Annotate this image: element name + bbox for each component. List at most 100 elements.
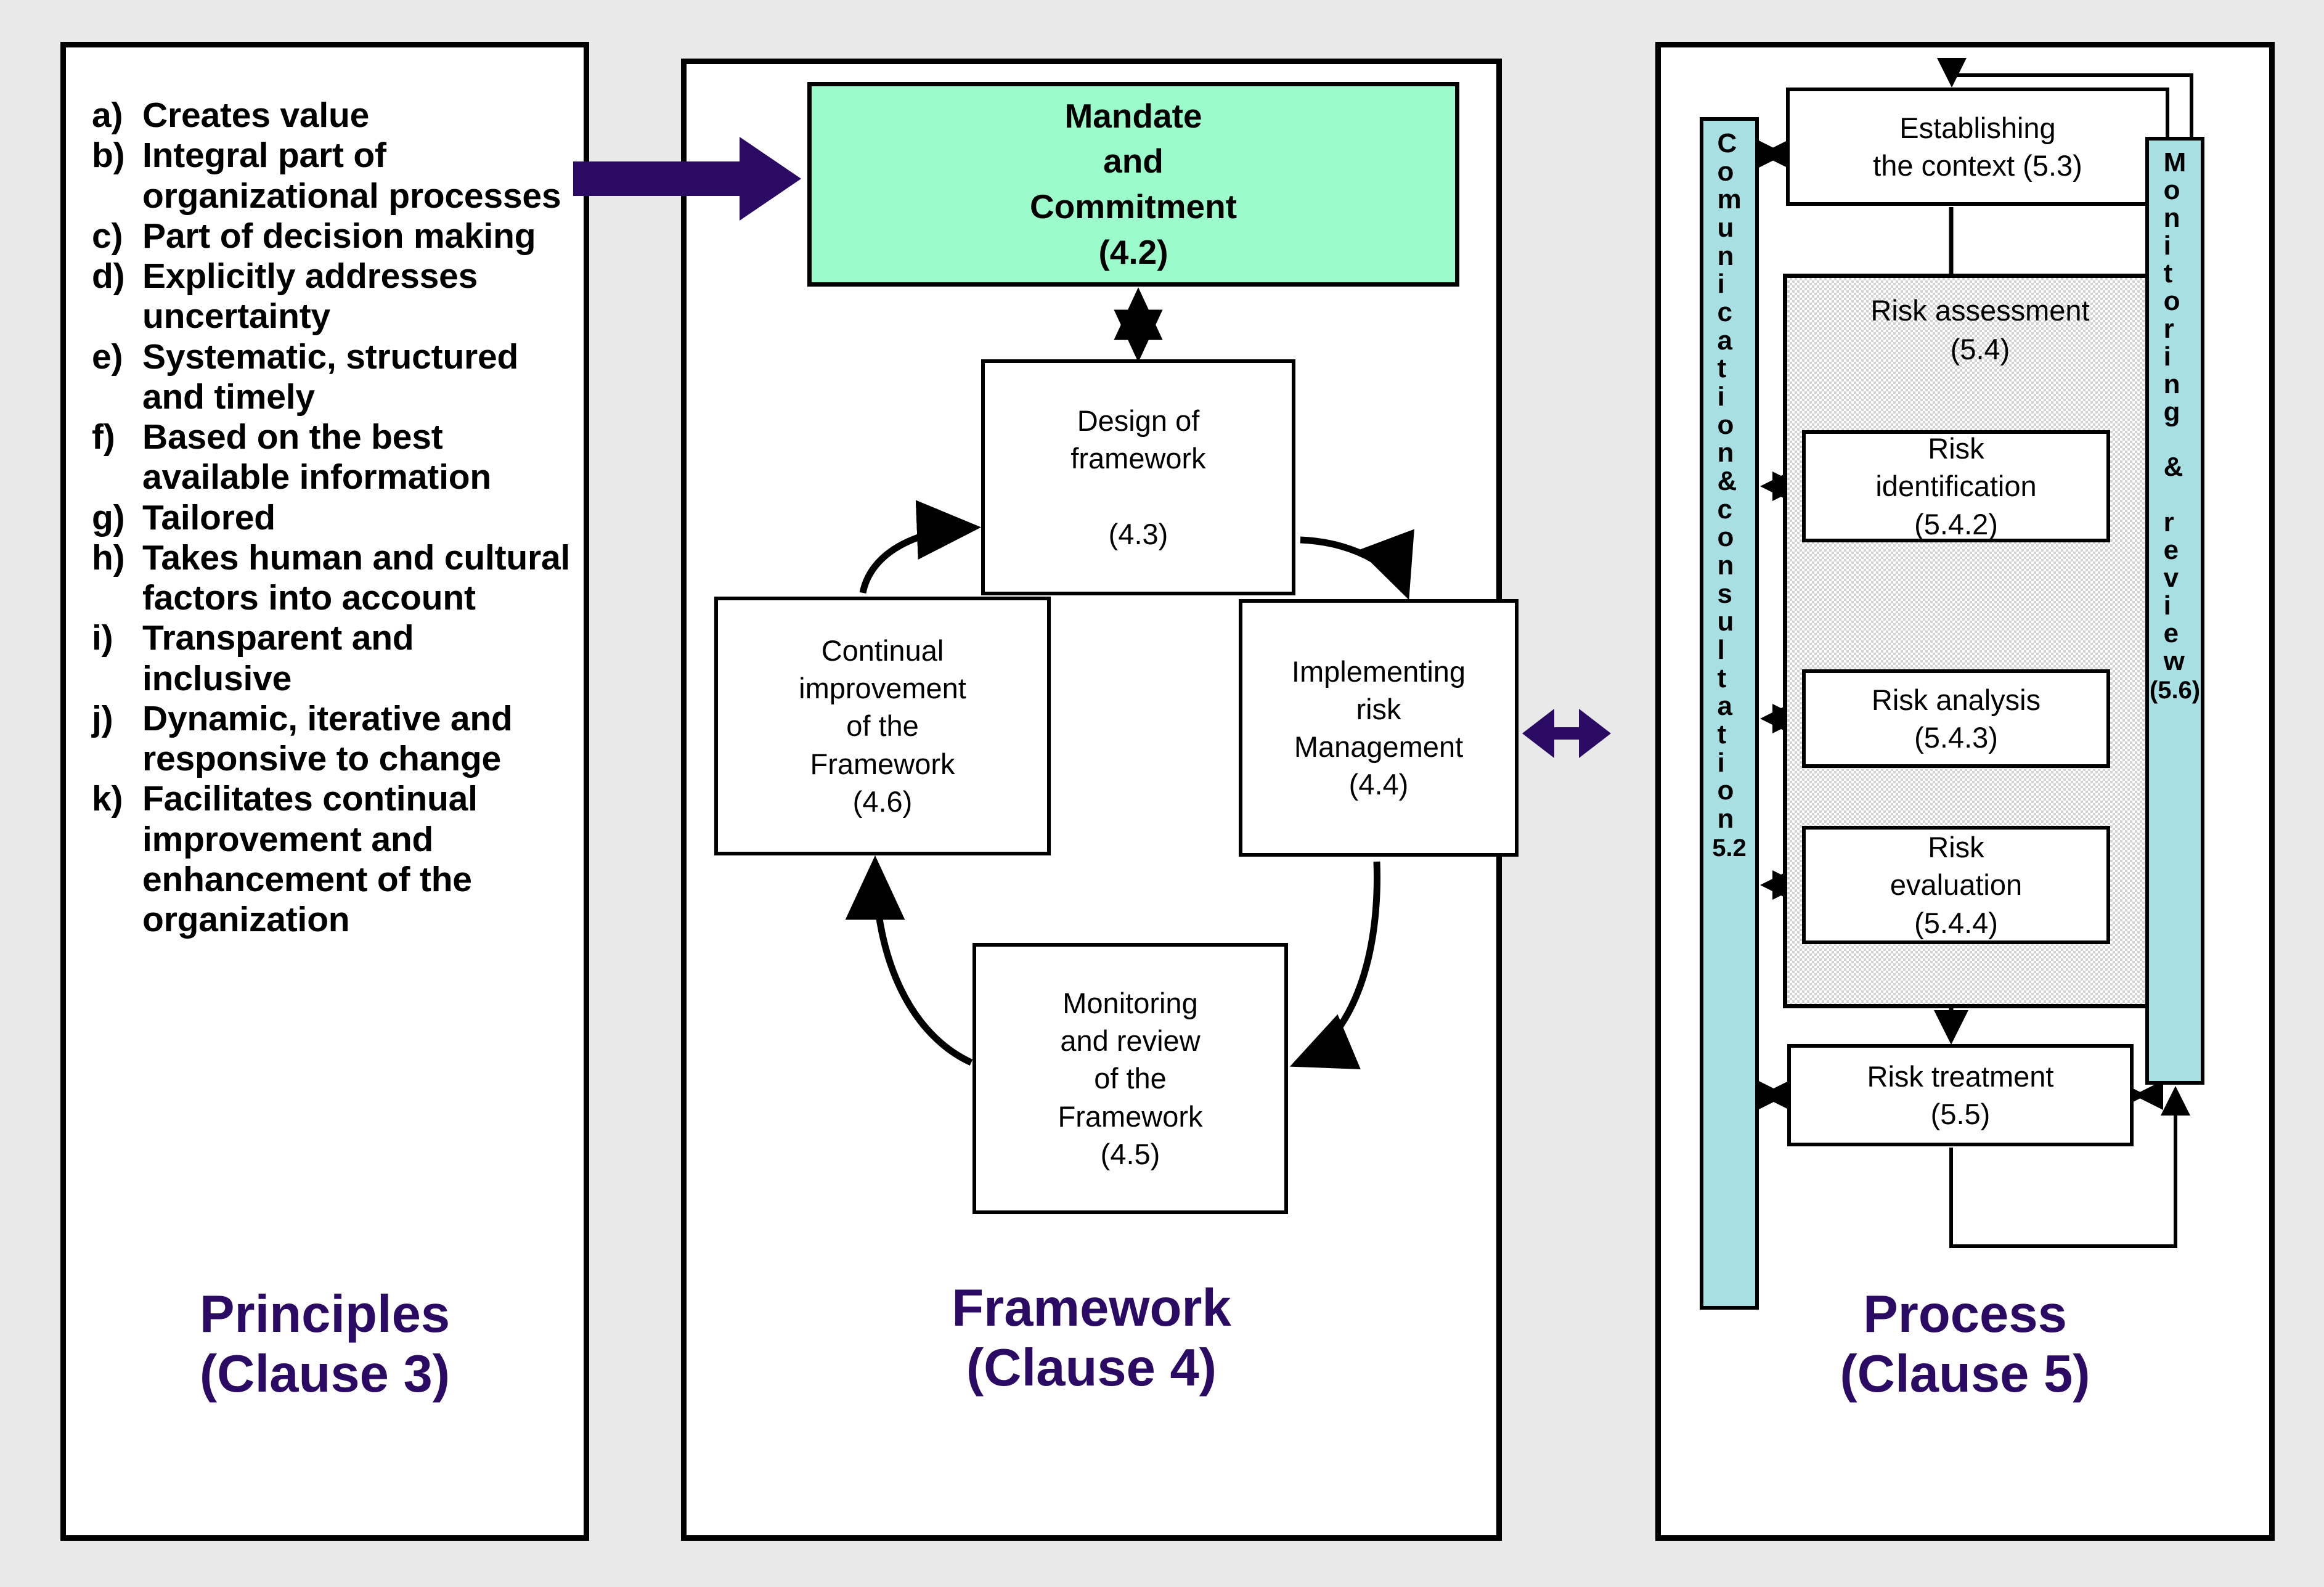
sidebar-letter: t	[1717, 353, 1727, 384]
sidebar-letter: o	[1717, 522, 1734, 553]
process-heading: Process (Clause 5)	[1655, 1285, 2275, 1405]
sidebar-letter: o	[1717, 156, 1734, 187]
sidebar-monitoring-clause: (5.6)	[2149, 677, 2201, 704]
framework-heading-line1: Framework	[952, 1279, 1231, 1337]
principle-item: i) Transparent and inclusive	[92, 618, 573, 699]
sidebar-letter: u	[1717, 213, 1734, 243]
sidebar-letter: c	[1717, 297, 1732, 328]
sidebar-letter: n	[1717, 240, 1734, 271]
sidebar-letter: s	[1717, 578, 1732, 609]
box-risk-treatment: Risk treatment(5.5)	[1787, 1044, 2134, 1146]
sidebar-letter: i	[1717, 269, 1725, 300]
sidebar-letter: t	[2163, 258, 2173, 288]
principle-marker: f)	[92, 417, 115, 457]
sidebar-letter: o	[1717, 775, 1734, 806]
sidebar-letter: w	[2163, 646, 2185, 677]
principle-item: f) Based on the best available informatio…	[92, 417, 573, 498]
sidebar-letter: i	[2163, 341, 2171, 372]
sidebar-letter: n	[1717, 804, 1734, 834]
principle-item: c)Part of decision making	[92, 216, 573, 256]
sidebar-letter: M	[2163, 147, 2187, 177]
sidebar-letter: i	[1717, 381, 1725, 412]
principle-text: Facilitates continual improvement and en…	[142, 779, 478, 939]
sidebar-letter: n	[2163, 369, 2180, 399]
framework-heading: Framework (Clause 4)	[681, 1279, 1502, 1398]
sidebar-letter: e	[2163, 618, 2179, 649]
principle-marker: h)	[92, 537, 125, 577]
framework-heading-line2: (Clause 4)	[966, 1338, 1217, 1397]
principle-marker: d)	[92, 256, 125, 296]
principle-text: Dynamic, iterative and responsive to cha…	[142, 698, 513, 778]
sidebar-letter: u	[1717, 606, 1734, 637]
principle-item: h) Takes human and cultural factors into …	[92, 538, 573, 619]
box-riskan-label: Risk analysis(5.4.3)	[1871, 683, 2041, 754]
principle-item: j) Dynamic, iterative and responsive to c…	[92, 699, 573, 780]
sidebar-letter: C	[1717, 128, 1737, 158]
sidebar-letter: t	[1717, 663, 1727, 693]
sidebar-letter: n	[2163, 202, 2180, 233]
principle-item: e)Systematic, structured and timely	[92, 337, 573, 418]
principle-item: d) Explicitly addresses uncertainty	[92, 256, 573, 337]
principles-list: a) Creates value b) Integral part of organi…	[92, 96, 573, 940]
principles-heading: Principles (Clause 3)	[60, 1285, 589, 1405]
principle-item: g)Tailored	[92, 498, 573, 538]
principle-marker: k)	[92, 779, 123, 819]
principle-text: Based on the best available information	[142, 417, 491, 497]
sidebar-letter	[2164, 481, 2187, 509]
sidebar-letter	[2164, 426, 2187, 454]
box-risk-analysis: Risk analysis(5.4.3)	[1802, 669, 2110, 768]
box-risk-assessment-label: Risk assessment(5.4)	[1870, 294, 2090, 365]
sidebar-letter: n	[1717, 550, 1734, 581]
sidebar-letter: g	[2163, 396, 2180, 427]
sidebar-letter: l	[1717, 635, 1725, 666]
principle-marker: b)	[92, 136, 125, 176]
principle-text: Part of decision making	[142, 216, 536, 256]
sidebar-letter: c	[1717, 494, 1732, 524]
sidebar-letter: i	[1717, 747, 1725, 778]
principle-text: Explicitly addresses uncertainty	[142, 256, 478, 337]
principle-marker: i)	[92, 618, 113, 658]
principle-text: Transparent and inclusive	[142, 618, 414, 698]
principle-text: Takes human and cultural factors into ac…	[142, 537, 571, 618]
principle-text: Creates value	[142, 96, 370, 135]
sidebar-communication-clause: 5.2	[1712, 834, 1747, 862]
process-heading-line1: Process	[1863, 1285, 2067, 1344]
sidebar-letter: r	[2163, 313, 2174, 344]
sidebar-letter: o	[2163, 285, 2180, 316]
principle-marker: j)	[92, 698, 113, 738]
sidebar-letter: v	[2163, 563, 2179, 594]
sidebar-letter: e	[2163, 535, 2179, 566]
principle-text: Integral part of organizational processe…	[142, 136, 561, 216]
sidebar-letter: m	[1717, 184, 1742, 215]
sidebar-letter: &	[1717, 466, 1737, 497]
sidebar-letter: a	[1717, 691, 1732, 722]
principle-marker: e)	[92, 337, 123, 377]
sidebar-letter: i	[2163, 230, 2171, 261]
arrow-framework-to-process	[1522, 709, 1611, 758]
principle-marker: g)	[92, 497, 125, 537]
principles-heading-line1: Principles	[199, 1285, 451, 1344]
principle-item: a) Creates value	[92, 96, 573, 136]
principle-marker: a)	[92, 96, 123, 135]
sidebar-letter: n	[1717, 438, 1734, 468]
sidebar-letter: o	[1717, 409, 1734, 440]
